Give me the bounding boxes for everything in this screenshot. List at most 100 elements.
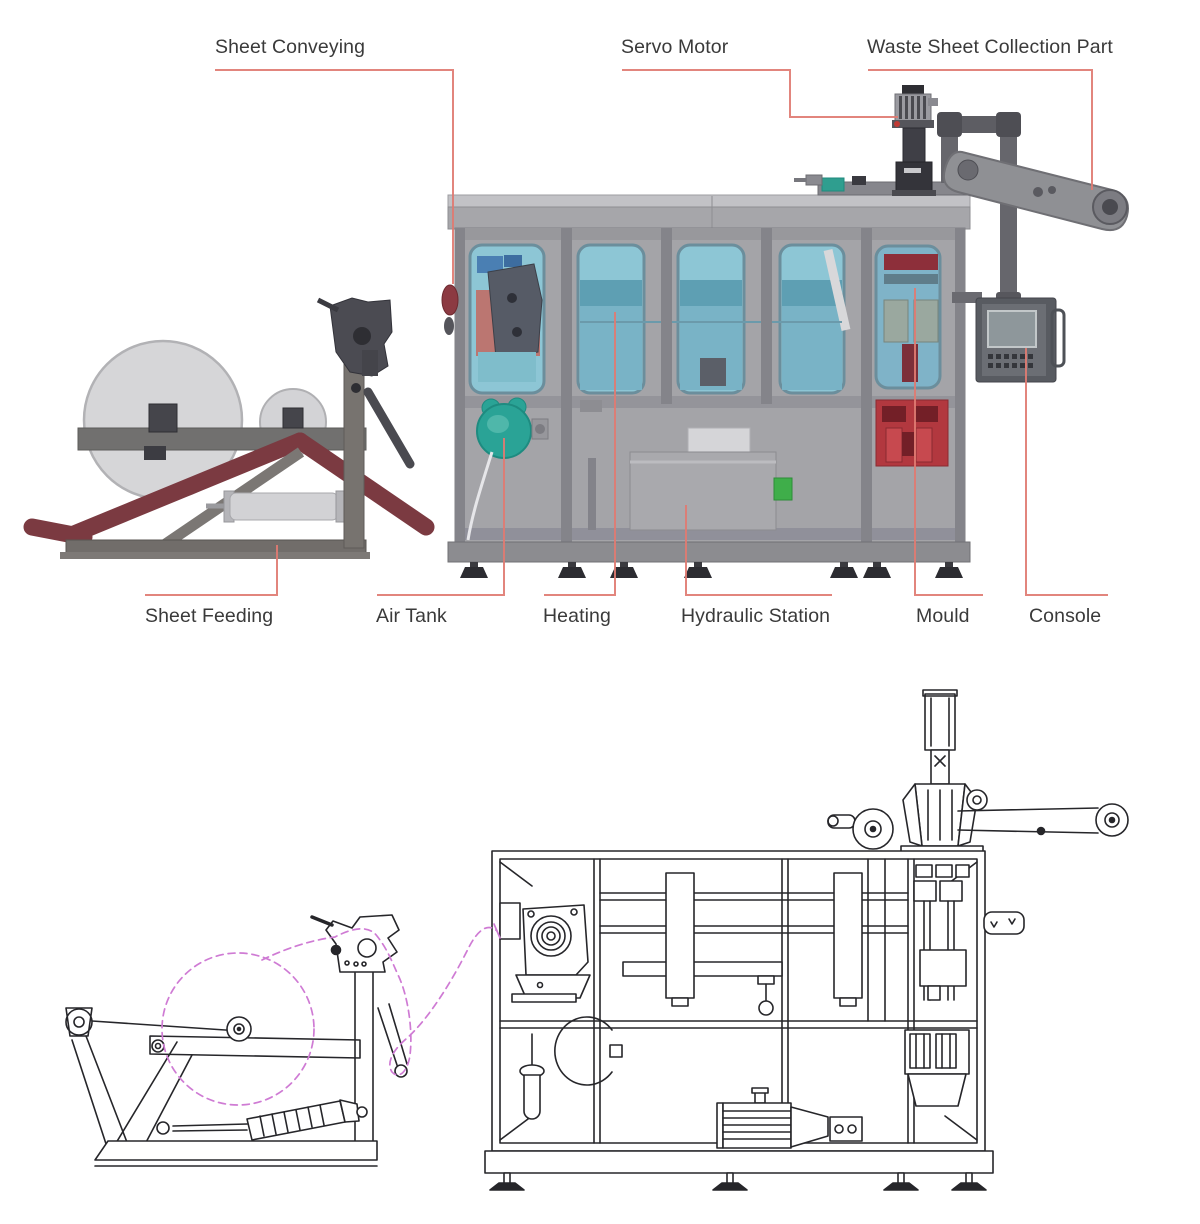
roll-hub-large <box>148 403 178 433</box>
mould-gap <box>902 432 914 456</box>
wf-feeder-base <box>94 1140 378 1161</box>
wf-cylinder-fins <box>259 1104 325 1137</box>
wf-pendulum-bracket <box>757 975 775 985</box>
roof-face <box>447 206 971 230</box>
roll-hub-bolt <box>144 446 166 460</box>
wf-press-stem <box>930 749 950 785</box>
post-knob <box>351 383 361 393</box>
wf-head-dot3 <box>361 961 367 967</box>
hydraulic-station-render <box>629 427 793 531</box>
conveyor-gear-plate <box>487 263 543 359</box>
servo-cap <box>902 85 924 94</box>
label-mould: Mould <box>916 605 970 627</box>
wf-arm-dot <box>1036 826 1046 836</box>
wf-pendulum-bob <box>758 1000 774 1016</box>
wf-feet <box>489 1172 987 1191</box>
mullions <box>455 228 965 542</box>
leader-console <box>1025 348 1108 596</box>
wf-left-leg-1 <box>71 1039 109 1151</box>
wf-center-roller-hub <box>233 1023 245 1035</box>
label-hydraulic-station: Hydraulic Station <box>681 605 831 627</box>
label-sheet-conveying: Sheet Conveying <box>215 36 366 58</box>
wf-head-dot1 <box>344 960 350 966</box>
roof-top <box>447 194 971 209</box>
mould-leg-2 <box>915 427 933 463</box>
wf-arc-tab <box>609 1044 623 1058</box>
wf-plate-1 <box>665 872 695 999</box>
wf-arm-roller-dot <box>1108 816 1116 824</box>
servo-motor-render <box>892 85 938 196</box>
console-screen[interactable] <box>987 310 1037 348</box>
mould-leg-1 <box>885 427 903 463</box>
mould-slot-2 <box>914 406 938 422</box>
wf-center-dot <box>236 1026 242 1032</box>
chain-guide <box>588 458 596 530</box>
wf-plate-2 <box>833 872 863 999</box>
mullion-3 <box>761 228 772 404</box>
wf-motor <box>716 1087 863 1149</box>
mullion-left <box>455 228 465 542</box>
machine-base <box>447 541 971 563</box>
valve-dial <box>535 424 545 434</box>
console-handle[interactable] <box>1050 308 1066 368</box>
wf-head-lever <box>310 915 334 927</box>
cylinder-body <box>229 492 339 521</box>
mould-block-right <box>913 299 939 343</box>
console-render <box>952 292 1066 383</box>
hydraulic-tank <box>629 451 777 531</box>
sheet-path-end <box>493 923 501 939</box>
leader-mould <box>914 288 983 596</box>
window-top-rail <box>455 228 965 240</box>
wf-arc <box>554 1016 613 1086</box>
wf-main-beam <box>149 1035 361 1059</box>
label-heating: Heating <box>543 605 611 627</box>
wf-thin-beam <box>91 1020 241 1032</box>
servo-label-plate <box>904 168 921 173</box>
heater-lower-w2 <box>580 306 642 390</box>
console-buttons[interactable] <box>988 354 1033 368</box>
wf-mould-lower <box>904 1029 970 1107</box>
deck-teal-fitting <box>821 177 845 192</box>
wf-small-roller-hub <box>972 795 982 805</box>
wf-brace-2 <box>141 1054 193 1151</box>
conveyor-blue-unit <box>477 256 503 273</box>
conveyor-blue-unit-2 <box>504 255 522 267</box>
waste-arm-bolt-2 <box>1048 186 1056 194</box>
wf-mould-upper <box>913 864 970 1001</box>
wf-arm-end <box>394 1064 408 1078</box>
label-servo-motor: Servo Motor <box>621 36 729 58</box>
waste-arm <box>942 150 1129 232</box>
wf-pulley-bracket <box>65 1007 93 1037</box>
wf-arm-top <box>957 807 1099 812</box>
waste-arm-bolt <box>1033 187 1043 197</box>
post-motor-block <box>362 350 378 376</box>
wf-arm-bottom <box>957 829 1099 834</box>
wf-stem-x2 <box>934 755 946 767</box>
pipe-elbow-left <box>937 112 962 137</box>
wf-rod-1 <box>172 1123 248 1127</box>
wf-diag-arm-2 <box>388 1003 408 1065</box>
machine-body-render <box>441 174 1013 578</box>
mould-row <box>884 274 938 284</box>
mould-slot-1 <box>882 406 906 422</box>
sheet-feeder-wireframe <box>65 914 408 1167</box>
wf-press-wing-l <box>902 783 923 847</box>
mould-red-bar <box>884 254 938 270</box>
waste-arm-end-hub <box>1102 199 1118 215</box>
wf-corner-brace-tl <box>499 861 533 887</box>
hydraulic-top-box <box>687 427 751 455</box>
wf-left-leg-2 <box>85 1035 131 1151</box>
wf-cyl-endcap <box>339 1099 360 1123</box>
waste-arm-pivot <box>957 159 979 181</box>
sheet-roll-dashed <box>161 952 315 1106</box>
servo-flange <box>892 120 934 128</box>
wf-arm-roller-inner <box>1104 812 1120 828</box>
wf-pulley-bracket-hole <box>827 815 839 827</box>
feeder-base-lip <box>60 552 370 559</box>
heater-beam-w2 <box>580 280 642 306</box>
leader-hydraulic <box>685 505 832 596</box>
leader-sheet-conveying <box>215 69 454 284</box>
air-hose <box>466 451 494 541</box>
heater-lower-w4 <box>782 306 842 390</box>
